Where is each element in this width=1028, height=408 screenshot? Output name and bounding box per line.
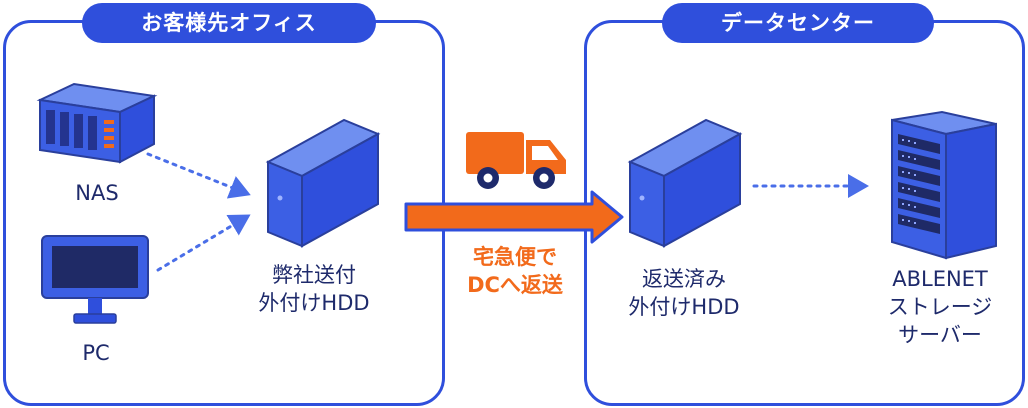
server-label-line2: ストレージ — [887, 295, 993, 319]
office-title: お客様先オフィス — [82, 3, 376, 43]
nas-icon — [30, 82, 162, 168]
server-label-line1: ABLENET — [892, 267, 988, 291]
transfer-arrow — [404, 190, 624, 244]
server-rack-icon — [888, 110, 1000, 260]
pc-connector — [156, 214, 251, 272]
pc-icon — [40, 234, 152, 328]
truck-icon — [464, 128, 570, 192]
office-hdd-icon — [264, 118, 382, 250]
nas-label: NAS — [75, 181, 119, 205]
datacenter-hdd-label-line1: 返送済み — [642, 267, 726, 291]
transfer-label-line2: DCへ返送 — [467, 273, 563, 297]
datacenter-title: データセンター — [662, 3, 934, 43]
office-hdd-label-line1: 弊社送付 — [272, 263, 356, 287]
pc-label: PC — [82, 341, 110, 365]
server-label-line3: サーバー — [898, 323, 982, 347]
nas-connector — [146, 152, 251, 199]
transfer-label-line1: 宅急便で — [473, 245, 557, 269]
datacenter-hdd-icon — [626, 118, 744, 250]
datacenter-hdd-label-line2: 外付けHDD — [628, 295, 740, 319]
office-hdd-label-line2: 外付けHDD — [258, 291, 370, 315]
